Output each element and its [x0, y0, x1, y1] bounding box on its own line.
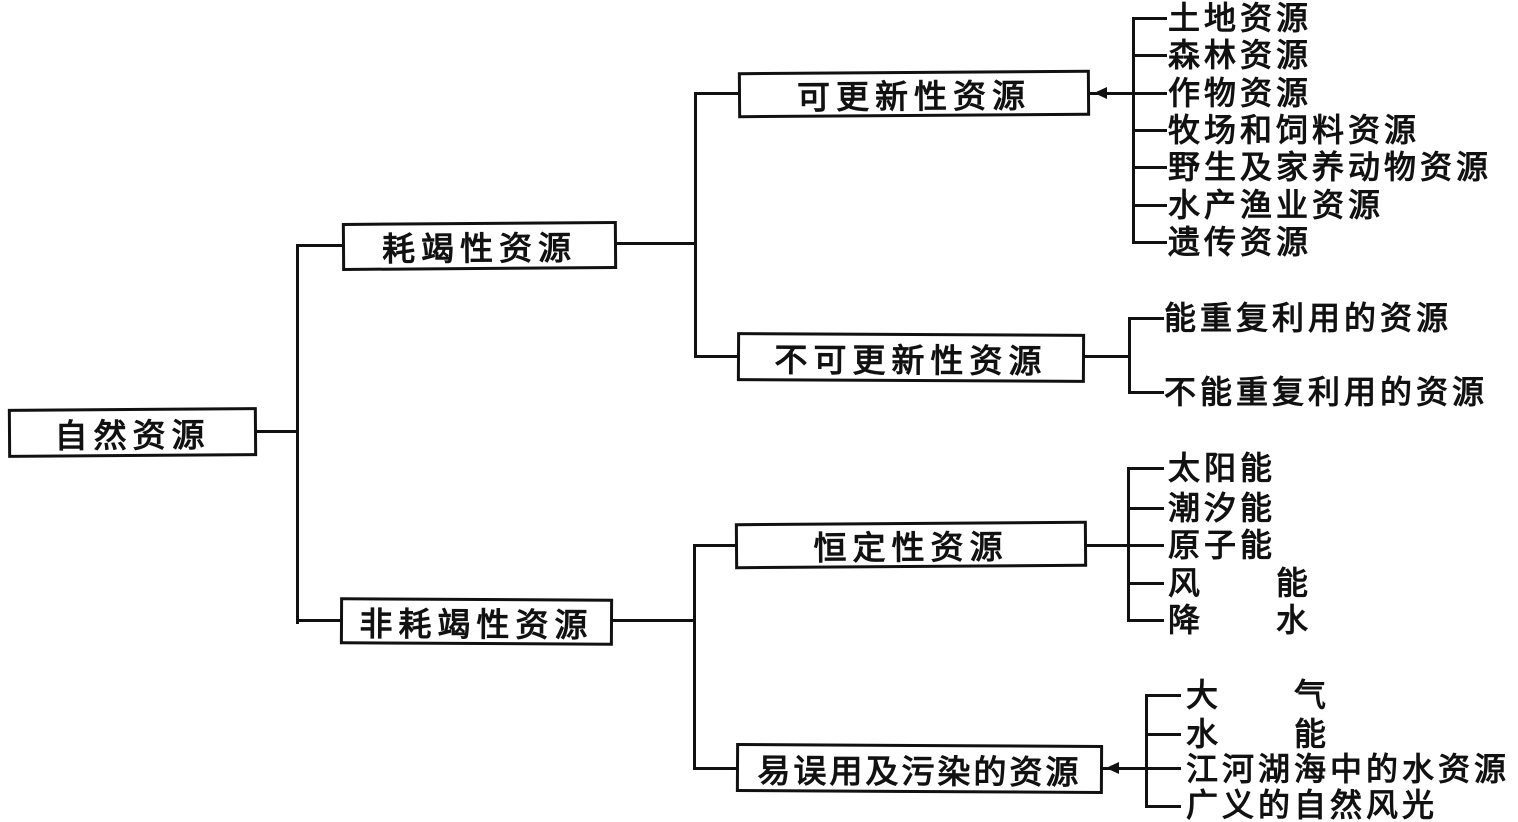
bracket-renewable-tick	[1132, 129, 1167, 132]
connector-non-renewable-out	[1085, 355, 1131, 358]
connector-to-non-renewable	[694, 355, 739, 358]
leaf-forest-resources: 森林资源	[1168, 36, 1313, 74]
bracket-misuse-tick	[1145, 767, 1181, 770]
bracket-non-renewable-tick	[1128, 391, 1164, 394]
connector-non-exhaustible-out	[613, 619, 696, 622]
leaf-aquatic-fishery-resources: 水产渔业资源	[1168, 186, 1385, 224]
node-natural-resources-label: 自然资源	[54, 414, 211, 456]
leaf-genetic-resources: 遗传资源	[1168, 223, 1313, 261]
connector-non-exhaustible-spine	[693, 544, 696, 770]
leaf-atmosphere: 大 气	[1186, 676, 1331, 714]
leaf-precipitation: 降 水	[1168, 601, 1313, 639]
connector-to-exhaustible	[296, 244, 344, 247]
node-non-exhaustible-resources: 非耗竭性资源	[339, 597, 614, 646]
node-non-renewable-resources: 不可更新性资源	[736, 332, 1086, 383]
node-misuse-pollution-resources: 易误用及污染的资源	[735, 743, 1104, 794]
bracket-misuse-tick	[1145, 694, 1181, 697]
node-exhaustible-resources: 耗竭性资源	[341, 221, 618, 271]
leaf-land-resources: 土地资源	[1168, 0, 1313, 37]
leaf-river-lake-sea-water: 江河湖海中的水资源	[1186, 750, 1511, 788]
bracket-renewable-tick	[1132, 54, 1167, 57]
bracket-misuse-tick	[1145, 733, 1181, 736]
connector-renewable-out	[1090, 92, 1135, 95]
bracket-constant-tick	[1127, 582, 1164, 585]
bracket-renewable-tick	[1132, 17, 1167, 20]
leaf-atomic-energy: 原子能	[1168, 526, 1277, 564]
leaf-tidal-energy: 潮汐能	[1168, 489, 1277, 527]
leaf-crop-resources: 作物资源	[1168, 74, 1313, 112]
connector-constant-out	[1087, 544, 1129, 547]
leaf-solar-energy: 太阳能	[1168, 449, 1277, 487]
node-natural-resources: 自然资源	[7, 407, 258, 458]
bracket-constant-tick	[1127, 507, 1164, 510]
bracket-misuse-spine	[1145, 694, 1148, 808]
node-renewable-resources-label: 可更新性资源	[796, 76, 1032, 117]
bracket-renewable-tick	[1132, 166, 1167, 169]
bracket-renewable-tick	[1132, 204, 1167, 207]
connector-to-renewable	[694, 92, 740, 95]
node-constant-resources-label: 恒定性资源	[813, 527, 1009, 568]
leaf-pasture-feed-resources: 牧场和饲料资源	[1168, 111, 1421, 149]
connector-exhaustible-out	[617, 242, 696, 245]
leaf-water-energy: 水 能	[1186, 715, 1331, 753]
bracket-constant-tick	[1127, 619, 1164, 622]
leaf-wild-domestic-animal-resources: 野生及家养动物资源	[1168, 148, 1493, 186]
arrowhead-renewable-icon	[1094, 87, 1107, 99]
node-renewable-resources: 可更新性资源	[737, 69, 1091, 119]
node-misuse-pollution-resources-label: 易误用及污染的资源	[757, 750, 1082, 792]
leaf-natural-scenery: 广义的自然风光	[1186, 786, 1439, 822]
bracket-misuse-tick	[1145, 805, 1181, 808]
connector-root-spine	[296, 244, 299, 624]
leaf-wind-energy: 风 能	[1168, 564, 1313, 602]
bracket-renewable-tick	[1132, 92, 1167, 95]
connector-to-misuse	[693, 767, 738, 770]
bracket-constant-tick	[1127, 467, 1164, 470]
connector-to-non-exhaustible	[296, 619, 342, 622]
bracket-renewable-tick	[1132, 241, 1167, 244]
bracket-non-renewable-tick	[1128, 317, 1164, 320]
node-exhaustible-resources-label: 耗竭性资源	[381, 228, 578, 269]
node-non-renewable-resources-label: 不可更新性资源	[774, 339, 1048, 381]
leaf-non-reusable-resources: 不能重复利用的资源	[1164, 373, 1489, 411]
connector-misuse-out	[1103, 767, 1147, 770]
bracket-constant-tick	[1127, 544, 1164, 547]
connector-to-constant	[693, 544, 737, 547]
node-non-exhaustible-resources-label: 非耗竭性资源	[359, 603, 594, 645]
arrowhead-misuse-icon	[1106, 762, 1119, 774]
connector-exhaustible-spine	[694, 92, 697, 358]
connector-root-out	[257, 430, 298, 433]
leaf-reusable-resources: 能重复利用的资源	[1164, 299, 1453, 337]
node-constant-resources: 恒定性资源	[734, 520, 1088, 570]
bracket-non-renewable-spine	[1128, 317, 1131, 394]
